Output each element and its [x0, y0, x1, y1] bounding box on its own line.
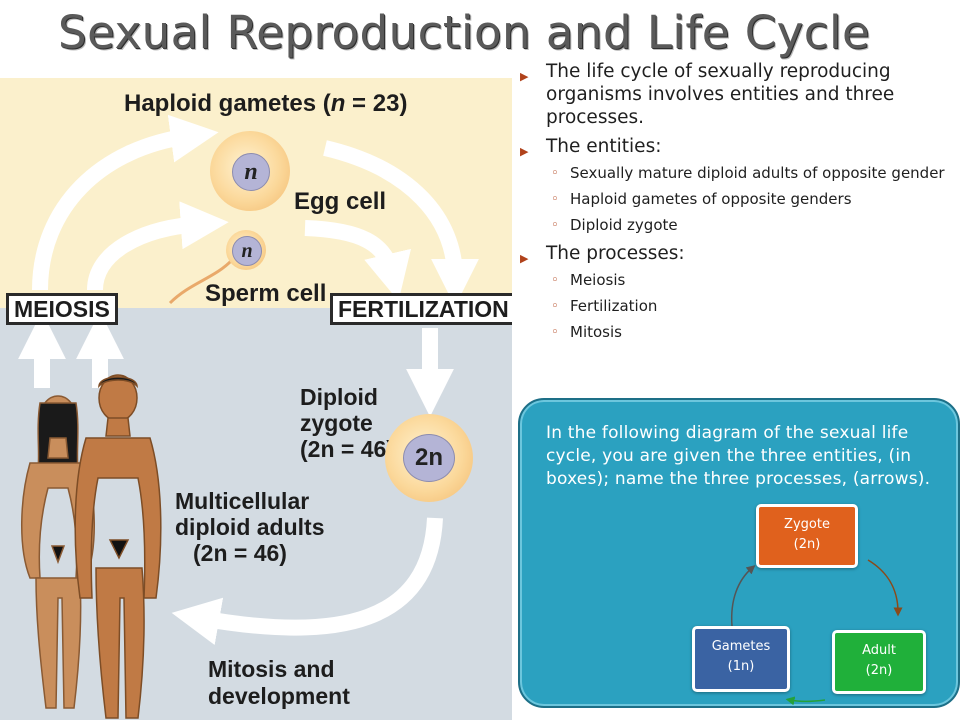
- exercise-arrows: [730, 559, 903, 706]
- bullet-arrow-icon: ▶: [520, 145, 529, 158]
- zygote-line-3: (2n = 46): [300, 436, 394, 462]
- male-figure: [74, 374, 162, 719]
- sub-bullet-circle-icon: ◦: [551, 325, 559, 340]
- sub-bullet-meiosis: ◦Meiosis: [551, 271, 626, 289]
- sub-bullet-circle-icon: ◦: [551, 166, 559, 181]
- adults-line-3: (2n = 46): [193, 540, 287, 566]
- arrow-meiosis-to-egg: [32, 114, 219, 291]
- arrow-gametes-to-zygote: [730, 565, 756, 627]
- egg-nucleus: n: [232, 153, 270, 191]
- gametes-node: Gametes (1n): [692, 626, 790, 692]
- gametes-node-label: Gametes: [711, 639, 771, 654]
- mitosis-line-1: Mitosis and: [208, 656, 335, 682]
- arrow-adult-to-gametes: [785, 696, 826, 706]
- adult-node: Adult (2n): [832, 630, 926, 694]
- arrow-zygote-to-adult: [867, 559, 903, 617]
- sub-bullet-gametes: ◦Haploid gametes of opposite genders: [551, 190, 852, 208]
- slide-title: Sexual Reproduction and Life Cycle: [58, 6, 871, 59]
- sub-bullet-adults: ◦Sexually mature diploid adults of oppos…: [551, 164, 945, 182]
- gametes-node-sub: (1n): [727, 659, 755, 674]
- life-cycle-figure: Haploid gametes (n = 23) n Egg cell n Sp…: [0, 78, 512, 720]
- arrow-meiosis-to-sperm: [87, 201, 229, 291]
- zygote-cell: 2n: [385, 414, 473, 502]
- zygote-node-sub: (2n): [793, 537, 821, 552]
- meiosis-label: MEIOSIS: [6, 293, 118, 325]
- zygote-nucleus: 2n: [403, 434, 455, 482]
- mitosis-label: Mitosis and development: [208, 656, 350, 710]
- bullet-arrow-icon: ▶: [520, 70, 529, 83]
- sperm-tail: [168, 258, 234, 305]
- bullet-arrow-icon: ▶: [520, 252, 529, 265]
- zygote-node: Zygote (2n): [756, 504, 858, 568]
- egg-cell-label: Egg cell: [294, 188, 387, 215]
- sub-bullet-circle-icon: ◦: [551, 192, 559, 207]
- sperm-cell: n: [226, 230, 266, 270]
- zygote-line-1: Diploid: [300, 384, 378, 410]
- sub-bullet-mitosis: ◦Mitosis: [551, 323, 622, 341]
- haploid-gametes-label: Haploid gametes (n = 23): [124, 90, 408, 117]
- zygote-line-2: zygote: [300, 410, 373, 436]
- egg-cell: n: [210, 131, 290, 211]
- fertilization-label: FERTILIZATION: [330, 293, 512, 325]
- sperm-cell-label: Sperm cell: [205, 280, 327, 307]
- bullet-list: ▶The life cycle of sexually reproducing …: [518, 60, 948, 349]
- exercise-panel: In the following diagram of the sexual l…: [518, 398, 960, 708]
- sub-bullet-circle-icon: ◦: [551, 273, 559, 288]
- arrow-zygote-to-adults: [171, 517, 443, 645]
- cycle-arrows: [18, 114, 479, 719]
- sub-bullet-circle-icon: ◦: [551, 218, 559, 233]
- bullet-entities: ▶The entities:: [518, 135, 948, 158]
- diploid-zygote-label: Diploid zygote (2n = 46): [300, 384, 394, 462]
- sub-bullet-fertilization: ◦Fertilization: [551, 297, 658, 315]
- bullet-processes: ▶The processes:: [518, 242, 948, 265]
- zygote-node-label: Zygote: [784, 517, 830, 532]
- exercise-instructions: In the following diagram of the sexual l…: [546, 423, 931, 489]
- bullet-life-cycle: ▶The life cycle of sexually reproducing …: [520, 61, 895, 128]
- mitosis-line-2: development: [208, 683, 350, 709]
- sub-bullet-zygote: ◦Diploid zygote: [551, 216, 678, 234]
- arrow-egg-to-fertilization: [323, 140, 479, 307]
- adults-line-2: diploid adults: [175, 514, 325, 540]
- adult-node-label: Adult: [862, 643, 896, 658]
- arrow-sperm-to-fertilization: [304, 220, 411, 302]
- sperm-nucleus: n: [232, 236, 262, 266]
- adults-line-1: Multicellular: [175, 488, 310, 514]
- sub-bullet-circle-icon: ◦: [551, 299, 559, 314]
- adults-label: Multicellular diploid adults (2n = 46): [175, 488, 325, 566]
- adult-node-sub: (2n): [865, 663, 893, 678]
